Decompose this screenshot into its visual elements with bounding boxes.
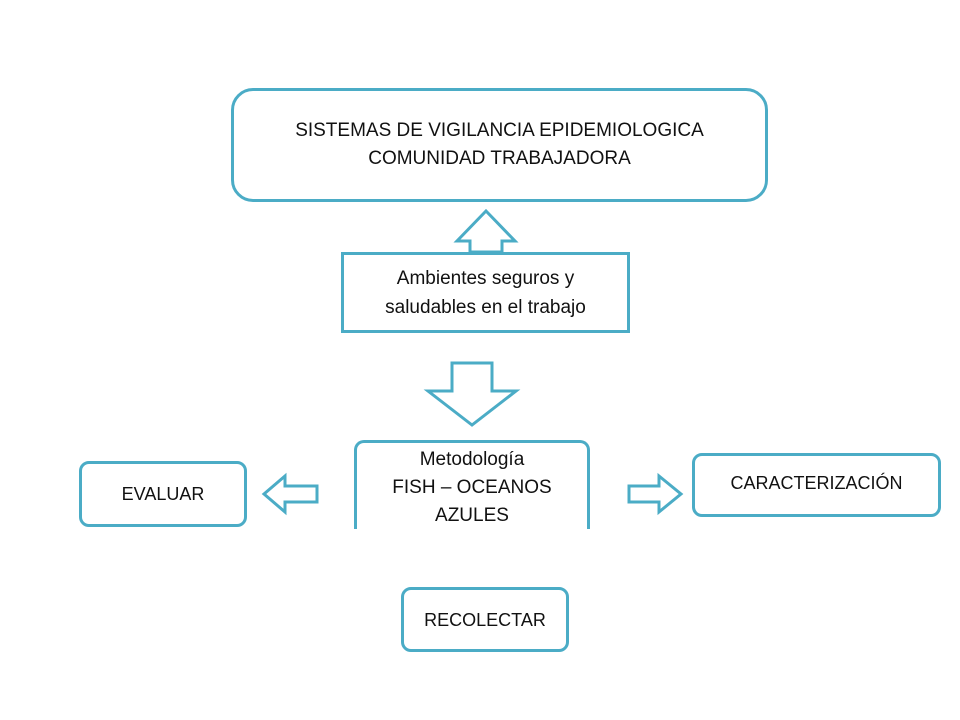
method-box-line1: Metodología — [419, 449, 525, 470]
safe-environments-box: Ambientes seguros y saludables en el tra… — [341, 252, 630, 333]
collect-label: RECOLECTAR — [424, 609, 546, 630]
surveillance-systems-box: SISTEMAS DE VIGILANCIA EPIDEMIOLOGICA CO… — [231, 88, 768, 202]
top-box-line1: SISTEMAS DE VIGILANCIA EPIDEMIOLOGICA — [295, 120, 704, 141]
method-box-line2: FISH – OCEANOS — [392, 477, 552, 498]
methodology-box: Metodología FISH – OCEANOS AZULES — [354, 440, 590, 529]
collect-box: RECOLECTAR — [401, 587, 569, 652]
up-arrow — [453, 208, 519, 254]
left-arrow — [261, 472, 319, 516]
right-arrow — [627, 472, 684, 516]
characterization-label: CARACTERIZACIÓN — [730, 473, 903, 493]
characterization-box: CARACTERIZACIÓN — [692, 453, 941, 517]
middle-box-line2: saludables en el trabajo — [385, 296, 586, 318]
method-box-line3: AZULES — [435, 505, 509, 526]
top-box-line2: COMUNIDAD TRABAJADORA — [368, 148, 631, 169]
evaluate-box: EVALUAR — [79, 461, 247, 527]
evaluate-label: EVALUAR — [121, 484, 205, 504]
down-arrow — [423, 361, 521, 427]
middle-box-line1: Ambientes seguros y — [396, 267, 575, 289]
